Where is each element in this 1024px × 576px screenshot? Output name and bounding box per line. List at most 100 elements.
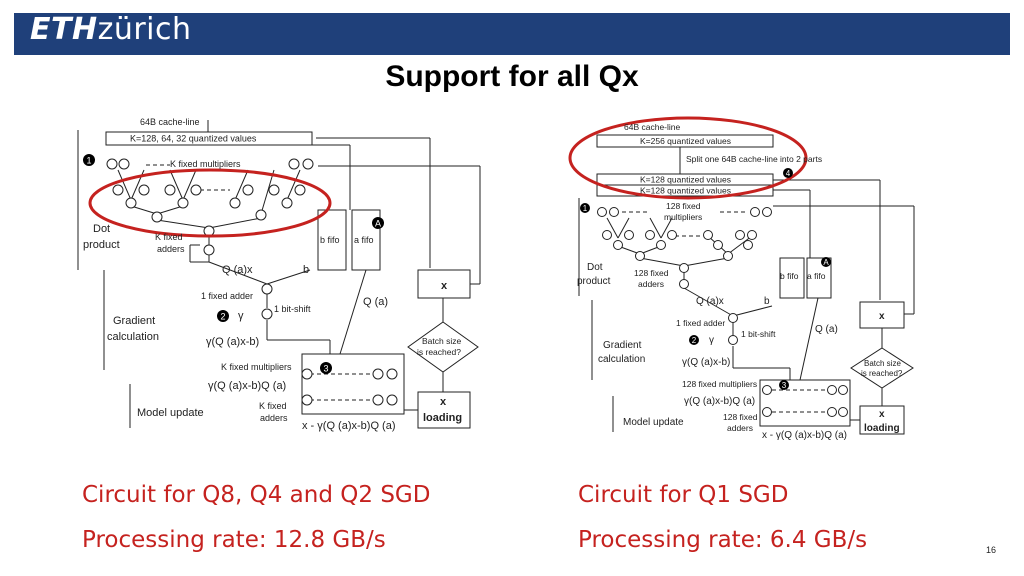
right-one-adder-label: 1 fixed adder bbox=[676, 318, 725, 328]
right-subtract-node bbox=[728, 313, 738, 323]
right-adder-node bbox=[743, 240, 753, 250]
right-adder-node bbox=[667, 230, 677, 240]
left-adder-node bbox=[281, 197, 293, 209]
left-model-update: Model update bbox=[137, 407, 204, 419]
right-quantized-128b-label: K=128 quantized values bbox=[640, 186, 731, 196]
right-b-fifo bbox=[779, 257, 805, 299]
left-subtract-node bbox=[261, 283, 273, 295]
left-dot-label-2: product bbox=[83, 239, 120, 251]
left-k-adders-2: adders bbox=[157, 244, 185, 254]
left-qa-label: Q (a) bbox=[363, 296, 388, 308]
left-qax-label: Q (a)x bbox=[222, 264, 253, 276]
left-bit-shift-label: 1 bit-shift bbox=[274, 304, 311, 314]
right-batch-diamond bbox=[850, 347, 914, 389]
left-mult-node bbox=[288, 158, 300, 170]
right-bit-shift-label: 1 bit-shift bbox=[741, 329, 776, 339]
right-rate-caption: Processing rate: 6.4 GB/s bbox=[578, 527, 868, 553]
right-dot-2: product bbox=[577, 276, 611, 287]
left-adder-node bbox=[255, 209, 267, 221]
right-mult2-label: 128 fixed multipliers bbox=[682, 379, 757, 389]
left-cache-line-label: 64B cache-line bbox=[140, 117, 200, 127]
left-batch-2: is reached? bbox=[417, 347, 461, 357]
right-marker-2 bbox=[689, 335, 699, 345]
left-b-fifo bbox=[317, 209, 347, 271]
right-update-box bbox=[759, 379, 851, 427]
left-adder-node bbox=[151, 211, 163, 223]
left-quantized-label: K=128, 64, 32 quantized values bbox=[130, 134, 257, 144]
right-adders2-1: 128 fixed bbox=[723, 412, 758, 422]
right-qax-label: Q (a)x bbox=[696, 296, 724, 307]
right-batch-2: is reached? bbox=[861, 369, 903, 378]
left-grad-expr: γ(Q (a)x-b)Q (a) bbox=[208, 380, 286, 392]
left-update-expr: x - γ(Q (a)x-b)Q (a) bbox=[302, 420, 396, 432]
right-qa-label: Q (a) bbox=[815, 324, 838, 335]
right-adder-node bbox=[656, 240, 666, 250]
left-adder-node bbox=[386, 394, 398, 406]
left-b-label: b bbox=[303, 264, 309, 276]
right-adder-node bbox=[723, 251, 733, 261]
right-mult-2: multipliers bbox=[664, 212, 702, 222]
right-mult-node bbox=[827, 385, 837, 395]
right-gradient-1: Gradient bbox=[603, 340, 642, 351]
right-adder-node bbox=[735, 230, 745, 240]
left-one-adder-label: 1 fixed adder bbox=[201, 291, 253, 301]
right-adder-node bbox=[703, 230, 713, 240]
right-circuit-caption: Circuit for Q1 SGD bbox=[578, 482, 789, 508]
right-quantized-256-box bbox=[596, 134, 774, 148]
left-gamma-label: γ bbox=[238, 310, 244, 322]
right-adders-1: 128 fixed bbox=[634, 268, 669, 278]
left-marker-1 bbox=[83, 154, 95, 166]
right-marker-4 bbox=[783, 168, 793, 178]
left-multiplier-row bbox=[106, 158, 398, 406]
left-mult-node bbox=[301, 368, 313, 380]
right-mult-node bbox=[838, 385, 848, 395]
right-mult-1: 128 fixed bbox=[666, 201, 701, 211]
left-mult-node bbox=[302, 158, 314, 170]
left-adder-node bbox=[268, 184, 280, 196]
left-mult-node bbox=[372, 368, 384, 380]
right-dot-1: Dot bbox=[587, 262, 603, 273]
right-adders2-2: adders bbox=[727, 423, 753, 433]
left-adder-node bbox=[138, 184, 150, 196]
right-adder-node bbox=[635, 251, 645, 261]
right-cache-line-label: 64B cache-line bbox=[624, 122, 681, 132]
left-mult-node bbox=[386, 368, 398, 380]
svg-text:1: 1 bbox=[86, 156, 91, 166]
right-model-update: Model update bbox=[623, 417, 684, 428]
right-highlight-ellipse bbox=[568, 116, 808, 200]
right-x-loading-1: x bbox=[879, 409, 885, 420]
logo-zurich-text: zürich bbox=[97, 12, 192, 47]
left-a-fifo-label: a fifo bbox=[354, 235, 374, 245]
svg-text:A: A bbox=[823, 258, 829, 267]
left-gradient-1: Gradient bbox=[113, 315, 155, 327]
left-mult-node bbox=[118, 158, 130, 170]
left-gamma-expr: γ(Q (a)x-b) bbox=[206, 336, 259, 348]
svg-text:3: 3 bbox=[782, 381, 787, 390]
page-number: 16 bbox=[986, 545, 997, 555]
right-marker-3 bbox=[779, 380, 789, 390]
right-adder-node bbox=[747, 230, 757, 240]
left-x-loading-1: x bbox=[440, 396, 447, 408]
right-adder-node bbox=[613, 240, 623, 250]
left-k-mult2-label: K fixed multipliers bbox=[221, 362, 292, 372]
left-adder-node bbox=[203, 244, 215, 256]
right-mult-node bbox=[597, 207, 607, 217]
slide-title: Support for all Qx bbox=[385, 60, 639, 93]
right-marker-1 bbox=[580, 203, 590, 213]
left-dot-label-1: Dot bbox=[93, 223, 110, 235]
eth-header-band bbox=[14, 13, 1010, 55]
left-k-adders-1: K fixed bbox=[155, 232, 183, 242]
right-adder-node bbox=[762, 407, 772, 417]
left-adder-node bbox=[294, 184, 306, 196]
left-adder-node bbox=[229, 197, 241, 209]
left-marker-2 bbox=[217, 310, 229, 322]
right-a-fifo-label: a fifo bbox=[807, 271, 826, 281]
right-adder-node bbox=[838, 407, 848, 417]
right-quantized-128a-label: K=128 quantized values bbox=[640, 175, 731, 185]
left-x-loading-2: loading bbox=[423, 412, 462, 424]
svg-text:4: 4 bbox=[786, 169, 791, 178]
right-mult-node bbox=[750, 207, 760, 217]
left-adder-node bbox=[112, 184, 124, 196]
right-mult-node bbox=[609, 207, 619, 217]
right-adder-node bbox=[624, 230, 634, 240]
